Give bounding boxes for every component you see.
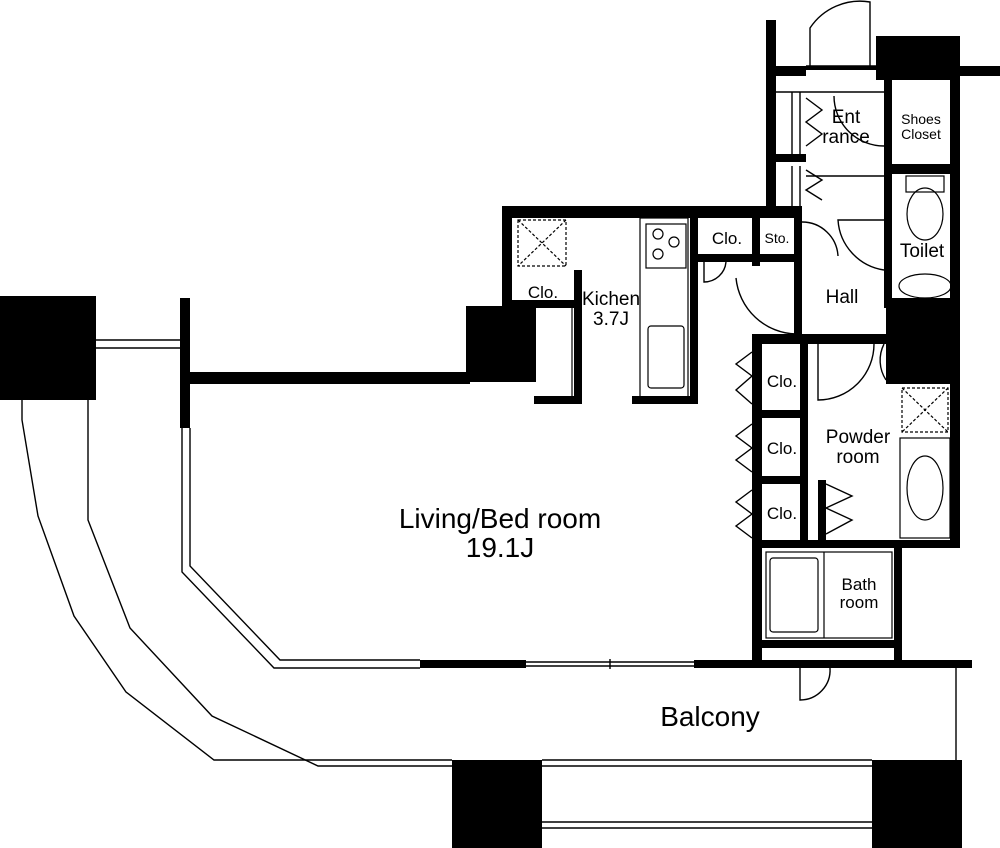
door-hall-living	[735, 268, 797, 335]
door-powder-right	[879, 343, 887, 381]
entrance-door-swing	[809, 0, 871, 66]
closet-1-name: Clo.	[766, 372, 798, 391]
wall-kitchen-counter-side	[574, 270, 582, 402]
wall-outer-right-stub	[952, 66, 1000, 76]
entrance-name-1: Ent	[831, 107, 861, 128]
wall-entrance-top-left	[776, 66, 806, 76]
wall-kitchen-top	[502, 206, 802, 218]
closet-3-label: Clo.	[760, 505, 804, 523]
wall-closets-left	[752, 334, 762, 662]
closet-2-name: Clo.	[766, 439, 798, 458]
powder-fixtures	[899, 387, 951, 539]
bath-fixtures	[765, 551, 893, 639]
kitchen-size: 3.7J	[593, 308, 629, 330]
door-entrance-inner	[833, 95, 885, 147]
wall-bath-bottom	[752, 640, 902, 648]
kitchen-name: Kichen	[581, 289, 641, 310]
wall-kitchen-bottom-b	[632, 396, 698, 404]
kitchen-fixtures	[517, 217, 689, 399]
wall-living-bottom-b	[694, 660, 972, 668]
door-sto	[801, 221, 839, 257]
wall-entrance-bottom	[776, 154, 806, 162]
closet-2-label: Clo.	[760, 440, 804, 458]
closet-3-name: Clo.	[766, 504, 798, 523]
shoes-closet-name-1: Shoes	[901, 111, 941, 127]
living-room-name: Living/Bed room	[398, 503, 602, 534]
column-bottom-right	[872, 760, 962, 848]
closet-fold-doors	[734, 97, 854, 539]
column-top-right	[876, 36, 960, 80]
entrance-inner-lines	[776, 91, 892, 206]
toilet-label: Toilet	[892, 242, 952, 262]
wall-shoes-bottom	[884, 164, 956, 174]
column-top-left	[0, 296, 96, 400]
wall-clo-sto-divider	[752, 210, 760, 266]
closet-1-label: Clo.	[760, 373, 804, 391]
kitchen-label: Kichen 3.7J	[576, 290, 646, 330]
living-room-label: Living/Bed room 19.1J	[370, 504, 630, 563]
wall-kitchen-left	[502, 206, 512, 310]
wall-entrance-left	[766, 20, 776, 216]
wall-bath-right	[894, 540, 902, 662]
wall-entrance-top	[806, 66, 884, 70]
shoes-closet-label: Shoes Closet	[892, 112, 950, 141]
wall-shoes-left	[884, 76, 892, 308]
wall-clo1-bottom	[762, 410, 802, 418]
balcony-outline	[21, 400, 957, 829]
wall-toilet-bottom	[884, 298, 956, 306]
kitchen-closet-name: Clo.	[527, 283, 559, 302]
wall-kitchen-closet-bottom	[512, 300, 582, 308]
column-bottom-mid	[452, 760, 542, 848]
kitchen-closet-label: Clo.	[514, 284, 572, 302]
living-room-size: 19.1J	[465, 532, 535, 564]
wall-clo2-bottom	[762, 476, 802, 484]
door-kitchen-clo	[703, 261, 727, 283]
wall-closets-right	[800, 344, 808, 544]
toilet-fixture	[898, 175, 952, 299]
bath-room-label: Bath room	[828, 576, 890, 612]
window-top-left	[96, 339, 180, 349]
hall-label: Hall	[812, 288, 872, 308]
bath-room-name-2: room	[839, 592, 879, 612]
door-powder	[817, 343, 875, 401]
entrance-label: Ent rance	[816, 108, 876, 148]
wall-powder-bottom	[752, 540, 960, 548]
wall-hall-left	[794, 206, 802, 334]
balcony-name: Balcony	[660, 701, 760, 732]
entrance-name-2: rance	[822, 126, 870, 148]
shoes-closet-name-2: Closet	[901, 125, 941, 142]
closet-upper-label: Clo.	[700, 230, 754, 248]
closet-upper-name: Clo.	[711, 229, 743, 248]
wall-living-left-stub	[180, 298, 190, 428]
wall-kitchen-bottom-a	[534, 396, 582, 404]
column-kitchen	[466, 306, 536, 382]
powder-room-label: Powder room	[814, 428, 902, 468]
wall-living-bottom-a	[420, 660, 526, 668]
wall-kitchen-right	[690, 206, 698, 404]
wall-clo-bottom	[698, 254, 798, 262]
balcony-label: Balcony	[630, 701, 790, 732]
column-right-mid	[886, 300, 952, 384]
wall-living-top	[180, 372, 470, 384]
storage-label: Sto.	[758, 231, 796, 246]
powder-room-name-1: Powder	[825, 427, 891, 448]
storage-name: Sto.	[764, 230, 790, 246]
living-window	[181, 428, 694, 669]
wall-powder-top	[752, 334, 886, 344]
door-toilet	[837, 219, 885, 271]
powder-room-name-2: room	[836, 446, 880, 468]
bath-room-name-1: Bath	[841, 575, 877, 594]
wall-powder-right-stub	[818, 480, 826, 542]
balcony-door-swing	[799, 667, 831, 701]
toilet-name: Toilet	[899, 241, 945, 262]
hall-name: Hall	[825, 287, 859, 308]
